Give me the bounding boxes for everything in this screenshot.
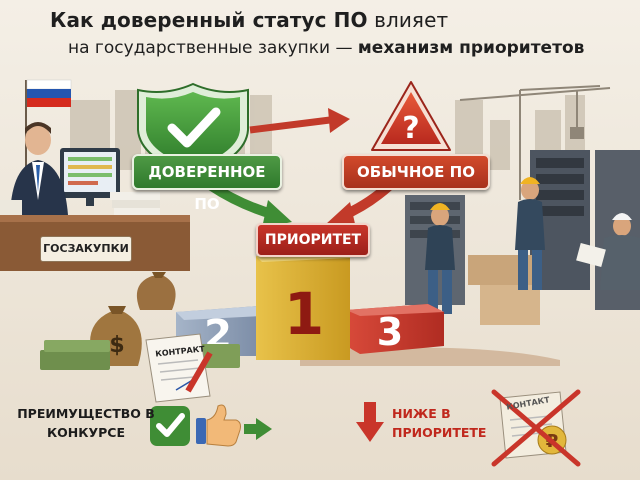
construction-crane xyxy=(459,85,611,200)
procurement-label: ГОСЗАКУПКИ xyxy=(40,236,132,262)
check-icon xyxy=(150,406,190,446)
cash-stacks xyxy=(40,340,240,370)
podium-number-1: 1 xyxy=(284,280,324,348)
arrow-right-icon xyxy=(249,108,350,134)
trusted-software-label: ДОВЕРЕННОЕ ПО xyxy=(132,154,282,213)
shield-check-icon xyxy=(137,82,249,178)
arrow-down-icon xyxy=(207,180,394,228)
title-rest: влияет xyxy=(367,8,449,32)
priority-label: ПРИОРИТЕТ xyxy=(256,223,370,257)
crossed-contract-icon: ₽ xyxy=(491,389,581,467)
arrow-right-green-icon xyxy=(244,418,272,440)
arrow-down-red-icon xyxy=(356,402,384,442)
page-subtitle: на государственные закупки — механизм пр… xyxy=(68,38,628,58)
podium-number-3: 3 xyxy=(377,310,403,354)
regular-software-label: ОБЫЧНОЕ ПО xyxy=(342,154,490,190)
page-title: Как доверенный статус ПО влияет xyxy=(50,8,610,32)
title-bold: Как доверенный статус ПО xyxy=(50,8,368,32)
subtitle-prefix: на государственные закупки — xyxy=(68,38,358,58)
contract-document xyxy=(145,333,213,403)
thumbs-up-icon xyxy=(196,404,241,447)
dollar-sign: $ xyxy=(109,333,124,358)
subtitle-bold: механизм приоритетов xyxy=(357,38,585,58)
podium-first-place xyxy=(256,252,350,360)
lower-priority-label: НИЖЕ В ПРИОРИТЕТЕ xyxy=(392,406,487,440)
question-mark: ? xyxy=(402,111,419,146)
workers xyxy=(425,177,640,314)
podium-third-place xyxy=(346,304,444,354)
warning-question-icon: ? xyxy=(371,81,451,151)
advantage-label: ПРЕИМУЩЕСТВО В КОНКУРСЕ xyxy=(17,406,155,440)
